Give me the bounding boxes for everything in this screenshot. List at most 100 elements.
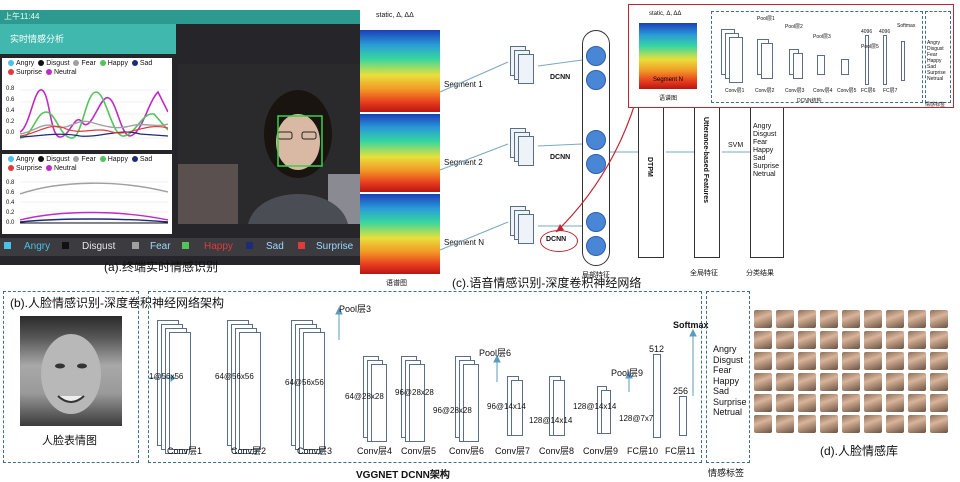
dtpm-block: DTPM: [638, 106, 664, 258]
legend-disgust: Disgust: [46, 60, 70, 67]
dcnn-label-1: DCNN: [550, 74, 571, 81]
face-video-frame: [178, 64, 360, 224]
layer-conv7: Conv层7: [495, 446, 531, 456]
dcnn-label-n: DCNN: [546, 236, 567, 243]
inset-fc7: FC层7: [883, 88, 898, 94]
inset-segment-label: Segment N: [653, 77, 684, 83]
inset-fc6: FC层6: [861, 88, 876, 94]
input-size-label: 1@56x56: [149, 372, 184, 381]
layer-conv5: Conv层5: [401, 446, 437, 456]
inset-conv5: Conv层5: [837, 88, 857, 94]
inset-spec-caption: 语谱图: [659, 96, 678, 102]
inset-fc6-dim: 4096: [861, 29, 873, 35]
spectrogram-segment-n: [360, 194, 440, 274]
segment-n-label: Segment N: [444, 238, 485, 247]
inset-emotion-tag: 情感标签: [925, 102, 946, 108]
map-size-2: 64@56x56: [285, 378, 324, 387]
inset-softmax: Softmax: [897, 23, 916, 29]
layer-conv4: Conv层4: [357, 446, 393, 456]
local-feature-caption: 局部特征: [582, 272, 610, 279]
map-size-9: 128@7x7: [619, 414, 654, 423]
inset-conv4: Conv层4: [813, 88, 833, 94]
map-size-8: 128@14x14: [573, 402, 617, 411]
camera-preview: [178, 64, 360, 224]
map-size-1: 64@56x56: [215, 372, 254, 381]
emotion-disgust: Disgust: [82, 241, 116, 252]
sad-swatch: [246, 242, 253, 249]
legend-angry: Angry: [16, 156, 35, 163]
spectrogram-segment-2: [360, 114, 440, 192]
layer-fc11: FC层11: [665, 446, 696, 456]
emotion-happy: Happy: [204, 241, 233, 252]
top-probability-chart: Angry Disgust Fear Happy Sad Surprise Ne…: [2, 58, 172, 150]
legend-disgust: Disgust: [46, 156, 70, 163]
speech-connections: [439, 59, 750, 251]
face-caption: 人脸表情图: [42, 435, 97, 447]
happy-swatch: [182, 242, 189, 249]
pool9-label: Pool层9: [611, 368, 644, 378]
layer-conv2: Conv层2: [231, 446, 267, 456]
inset-pool1: Pool层1: [757, 16, 775, 22]
legend-sad: Sad: [139, 60, 153, 67]
disgust-swatch: [62, 242, 69, 249]
caption-c: (c).语音情感识别-深度卷积神经网络: [452, 276, 642, 290]
emotion-tag-caption: 情感标签: [708, 468, 745, 478]
map-size-6: 96@14x14: [487, 402, 526, 411]
bottom-legend-row-1: Angry Disgust Fear Happy Sad: [8, 156, 152, 163]
layer-conv3: Conv层3: [297, 446, 333, 456]
emotion-surprise: Surprise: [316, 241, 354, 252]
emotion-sad: Sad: [266, 241, 284, 252]
fc10-dim: 512: [649, 344, 665, 354]
caption-d: (d).人脸情感库: [820, 444, 899, 458]
layer-conv1: Conv层1: [167, 446, 203, 456]
inset-pool5: Pool层5: [861, 44, 879, 50]
legend-neutral: Neutral: [53, 69, 77, 76]
fear-swatch: [132, 242, 139, 249]
softmax-label: Softmax: [673, 320, 709, 330]
utterance-feature-block: Utterance-based Features: [694, 106, 720, 258]
app-title: 实时情感分析: [10, 34, 65, 44]
layer-conv8: Conv层8: [539, 446, 575, 456]
realtime-emotion-app-screenshot: 上午11:44 实时情感分析 Angry Disgust Fear Happy …: [0, 10, 360, 265]
caption-a: (a).终端实时情感识别: [104, 260, 219, 274]
status-time: 上午11:44: [4, 12, 40, 21]
caption-b-title: (b).人脸情感识别-深度卷积神经网络架构: [10, 296, 224, 310]
inset-pool2: Pool层2: [785, 24, 803, 30]
layer-conv6: Conv层6: [449, 446, 485, 456]
svm-label: SVM: [728, 142, 744, 149]
inset-dcnn-struct-label: DCNN结构: [797, 98, 822, 104]
surprise-swatch: [298, 242, 305, 249]
legend-surprise: Surprise: [16, 165, 43, 172]
inset-pool3: Pool层3: [813, 34, 831, 40]
status-bar: 上午11:44: [0, 10, 360, 24]
legend-surprise: Surprise: [16, 69, 43, 76]
vgg-arch-label: VGGNET DCNN架构: [356, 470, 450, 481]
map-size-7: 128@14x14: [529, 416, 573, 425]
pool3-label: Pool层3: [339, 304, 372, 314]
legend-fear: Fear: [81, 156, 96, 163]
layer-fc10: FC层10: [627, 446, 659, 456]
inset-spectrogram: [639, 23, 697, 89]
face-input-box: 人脸表情图: [3, 291, 139, 463]
legend-happy: Happy: [107, 60, 128, 67]
fc11-dim: 256: [673, 386, 689, 396]
legend-angry: Angry: [16, 60, 35, 67]
face-database-grid: [754, 310, 956, 436]
emotion-selector-bar: Angry Disgust Fear Happy Sad Surprise: [0, 238, 360, 256]
map-size-5: 96@28x28: [433, 406, 472, 415]
map-size-3: 64@28x28: [345, 392, 384, 401]
spectrogram-top-label: static, Δ, ΔΔ: [376, 12, 414, 19]
global-feature-caption: 全局特征: [690, 270, 718, 277]
vggnet-dcnn-architecture: 1@56x56 64@56x56 64@56x56 64@28x28 96@28…: [148, 291, 709, 463]
legend-neutral: Neutral: [53, 165, 77, 172]
segment-1-label: Segment 1: [444, 80, 483, 89]
segment-2-label: Segment 2: [444, 158, 483, 167]
inset-conv3: Conv层3: [785, 88, 805, 94]
